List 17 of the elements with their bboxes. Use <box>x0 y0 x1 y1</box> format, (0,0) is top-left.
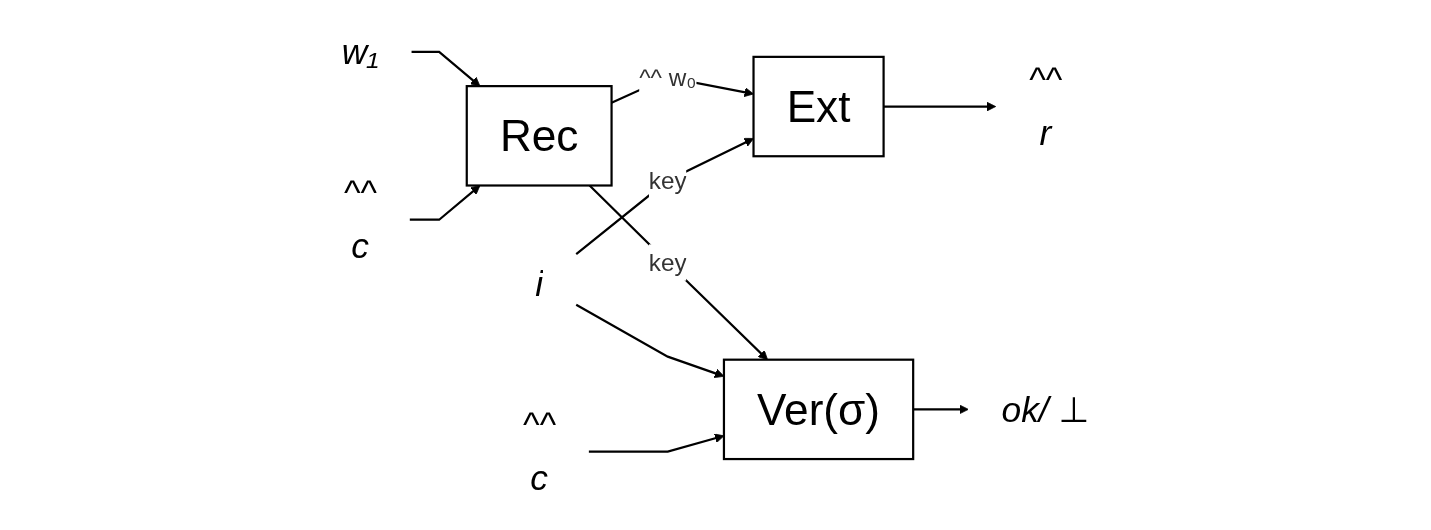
edge-label: key <box>648 248 687 277</box>
node-box: Ext <box>752 55 885 158</box>
arrow <box>913 404 969 415</box>
node-text: ok/ ⊥ <box>1001 389 1090 430</box>
arrow <box>575 137 754 255</box>
edge-label: key <box>648 166 687 195</box>
arrow <box>411 50 481 87</box>
node-text: ^^ r <box>1028 60 1062 153</box>
node-text: ^^ c <box>522 405 556 498</box>
node-text: i <box>535 263 544 304</box>
node-box: Ver(σ) <box>722 358 915 461</box>
edge-label: ^^ w₀ <box>639 63 697 92</box>
arrow <box>883 101 997 112</box>
node-box: Rec <box>465 85 613 187</box>
node-text: ^^ c <box>343 173 377 267</box>
arrow <box>409 185 481 221</box>
node-text: w₁ <box>341 32 379 72</box>
